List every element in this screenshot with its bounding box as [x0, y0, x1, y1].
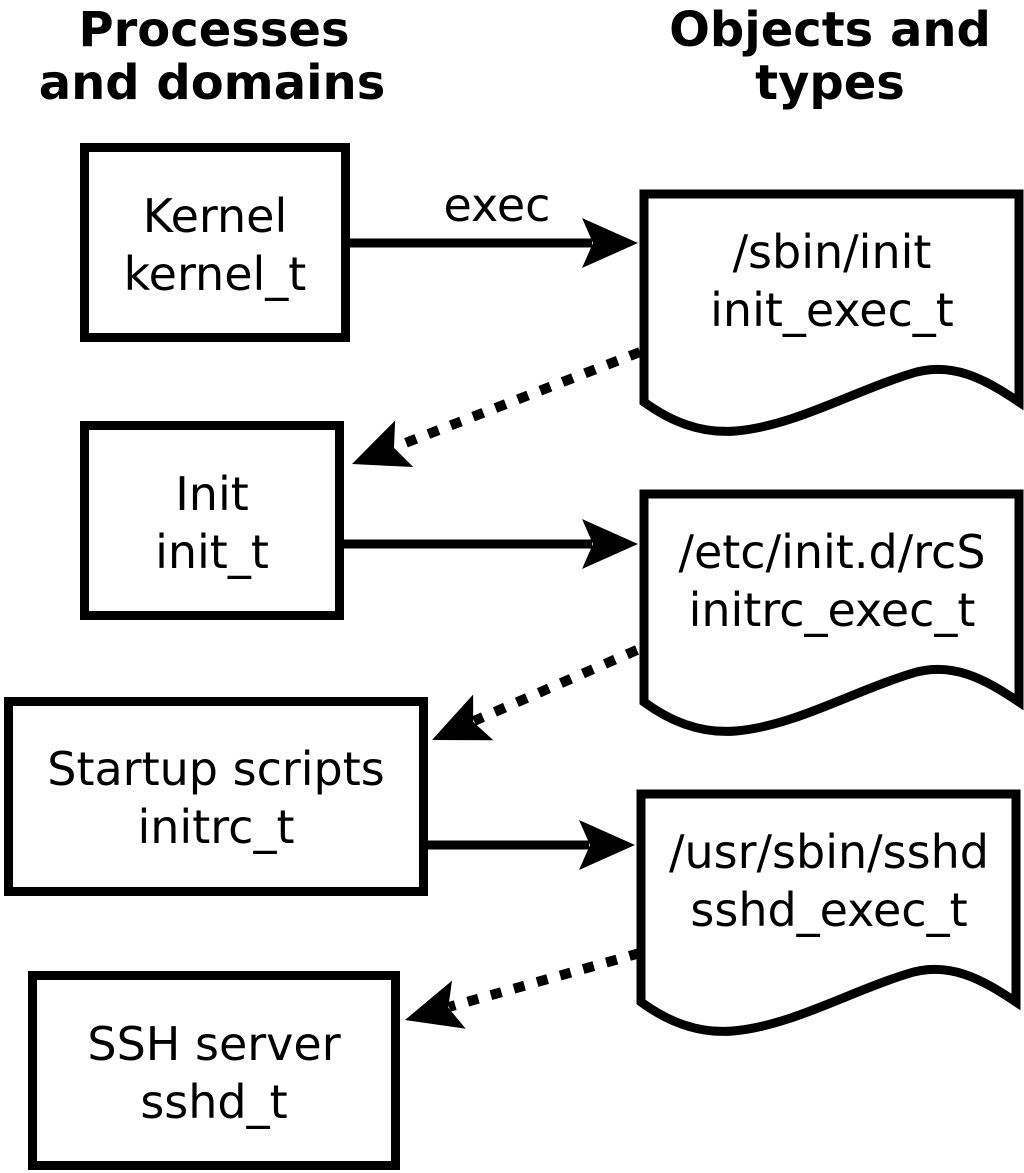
document-shape — [639, 489, 1024, 736]
object-doc-usr-sbin-sshd: /usr/sbin/sshd sshd_exec_t — [636, 789, 1021, 1036]
exec-arrow-init-to-rcs — [344, 519, 638, 569]
transition-arrow-sshdexec-to-sshd — [405, 948, 642, 1029]
arrowhead-icon — [405, 980, 466, 1029]
process-name-label: Kernel — [143, 189, 288, 243]
column-header-processes: Processes and domains — [39, 2, 386, 111]
object-doc-etc-initd-rcs: /etc/init.d/rcS initrc_exec_t — [639, 489, 1024, 736]
arrowhead-icon — [432, 694, 494, 741]
transition-arrow-line — [472, 645, 639, 726]
domain-type-label: initrc_t — [138, 800, 295, 854]
domain-type-label: init_t — [155, 525, 269, 579]
object-path-label: /etc/init.d/rcS — [678, 525, 985, 579]
process-name-label: Init — [175, 467, 249, 521]
process-name-label: Startup scripts — [47, 742, 385, 796]
domain-type-label: sshd_t — [140, 1075, 287, 1129]
exec-arrow-label: exec — [444, 178, 551, 232]
object-doc-sbin-init: /sbin/init init_exec_t — [639, 189, 1024, 436]
process-box-startup-scripts: Startup scripts initrc_t — [4, 697, 428, 896]
exec-arrow-kernel-to-sbininit: exec — [348, 178, 638, 268]
process-box-init: Init init_t — [80, 421, 344, 620]
process-name-label: SSH server — [87, 1017, 340, 1071]
transition-arrow-sbininit-to-init — [352, 347, 642, 468]
arrowhead-icon — [352, 420, 414, 468]
domain-type-label: kernel_t — [124, 247, 307, 301]
transition-arrow-rcs-to-initrc — [432, 645, 639, 741]
document-shape — [636, 789, 1021, 1036]
object-type-label: initrc_exec_t — [689, 583, 976, 637]
object-type-label: sshd_exec_t — [690, 883, 967, 937]
object-path-label: /usr/sbin/sshd — [669, 825, 989, 879]
process-box-kernel: Kernel kernel_t — [80, 143, 350, 342]
object-type-label: init_exec_t — [710, 283, 954, 337]
process-box-outline — [80, 421, 344, 620]
arrowhead-icon — [582, 218, 638, 268]
header-objects-line2: types — [755, 55, 905, 111]
column-header-objects: Objects and types — [669, 2, 991, 111]
header-processes-line1: Processes — [78, 2, 349, 58]
process-box-outline — [28, 971, 400, 1170]
header-processes-line2: and domains — [39, 55, 386, 111]
transition-arrow-line — [447, 948, 642, 1012]
header-objects-line1: Objects and — [669, 2, 991, 58]
document-shape — [639, 189, 1024, 436]
exec-arrow-initrc-to-sshd — [428, 820, 635, 870]
process-box-outline — [4, 697, 428, 896]
object-path-label: /sbin/init — [733, 225, 932, 279]
arrowhead-icon — [582, 519, 638, 569]
process-box-outline — [80, 143, 350, 342]
arrowhead-icon — [579, 820, 635, 870]
process-box-ssh-server: SSH server sshd_t — [28, 971, 400, 1170]
transition-arrow-line — [393, 347, 642, 452]
